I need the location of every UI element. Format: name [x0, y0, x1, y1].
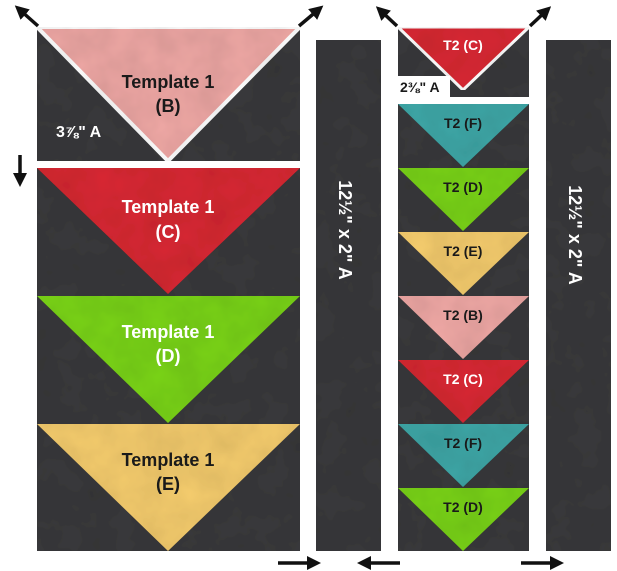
- t2-c-triangle: [398, 360, 529, 423]
- right-strip-label: 12½" x 2" A: [565, 185, 585, 284]
- corner-size-label-bg: [398, 76, 450, 97]
- template-1-d-triangle: [37, 296, 300, 423]
- template-1-d-label-line2: (D): [156, 346, 181, 366]
- template-1-e-label-line1: Template 1: [122, 450, 215, 470]
- t2-b-label: T2 (B): [443, 307, 483, 323]
- t2-c-label: T2 (C): [443, 371, 483, 387]
- corner-block-b: Template 1 (B) 3⅞" A: [32, 25, 305, 164]
- t2-e-label: T2 (E): [444, 243, 483, 259]
- t2-f-label: T2 (F): [444, 115, 482, 131]
- corner-size-label-right: 2⅜" A: [400, 79, 440, 95]
- template-1-b-triangle: [32, 25, 305, 164]
- arrows: [12, 5, 564, 570]
- template-1-c-triangle: [37, 168, 300, 294]
- t2-f-label-2: T2 (F): [444, 435, 482, 451]
- t2-d-triangle: [398, 168, 529, 231]
- left-strip-label: 12½" x 2" A: [335, 180, 355, 279]
- t2-d-triangle-2: [398, 488, 529, 551]
- t2-f-triangle: [398, 104, 529, 167]
- right-column: T2 (F) T2 (D) T2 (E) T2 (B) T2 (C) T2 (F…: [398, 104, 529, 551]
- t2-b-triangle: [398, 296, 529, 359]
- t2-d-label: T2 (D): [443, 179, 483, 195]
- template-1-b-label-line2: (B): [156, 96, 181, 116]
- template-1-b-label-line1: Template 1: [122, 72, 215, 92]
- template-1-e-label-line2: (E): [156, 474, 180, 494]
- t2-c-top-triangle: [394, 25, 533, 93]
- template-1-c-label-line1: Template 1: [122, 197, 215, 217]
- arrow-up-right-icon: [297, 5, 324, 28]
- right-strip: [546, 40, 611, 551]
- t2-f-triangle-2: [398, 424, 529, 487]
- template-1-e-triangle: [37, 424, 300, 551]
- left-column: Template 1 (C) Template 1 (D) Template 1…: [37, 168, 300, 551]
- top-block-t2c: T2 (C) 2⅜" A: [394, 25, 533, 97]
- corner-size-label: 3⅞" A: [56, 124, 102, 141]
- t2-d-label-2: T2 (D): [443, 499, 483, 515]
- template-1-d-label-line1: Template 1: [122, 322, 215, 342]
- arrow-up-left-icon-right: [375, 6, 399, 28]
- arrow-up-right-icon-right: [528, 6, 552, 28]
- t2-e-triangle: [398, 232, 529, 295]
- arrow-up-left-icon: [14, 5, 40, 28]
- t2-c-top-label: T2 (C): [443, 37, 483, 53]
- template-1-c-label-line2: (C): [156, 222, 181, 242]
- left-strip: [316, 40, 381, 551]
